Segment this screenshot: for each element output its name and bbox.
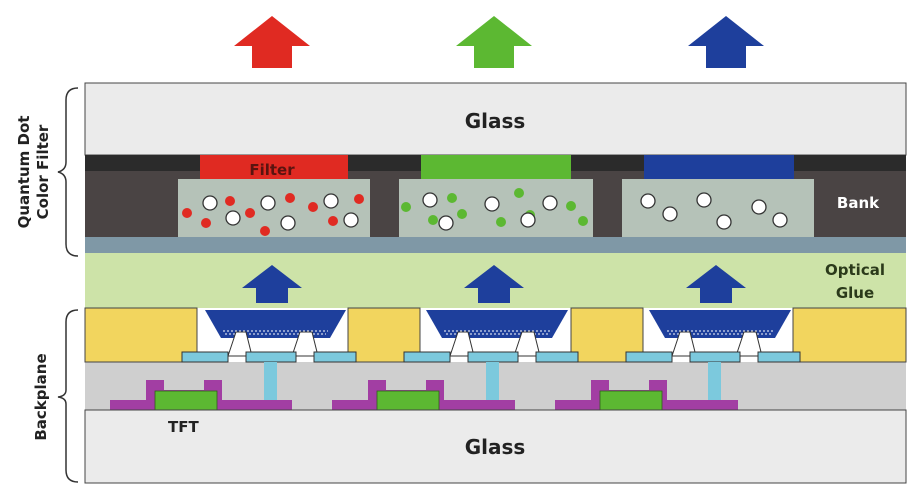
scattering-particles	[202, 192, 788, 231]
optical-glue-label-1: Optical	[825, 261, 885, 279]
qd-color-filter-bracket	[57, 87, 79, 257]
qd-color-filter-label-1: Quantum Dot	[15, 116, 33, 229]
contact-pads	[181, 351, 801, 363]
qd-color-filter-label-2: Color Filter	[34, 124, 52, 219]
blue-output-arrow	[688, 16, 764, 68]
barrier-layer	[85, 237, 906, 253]
green-color-filter	[421, 155, 571, 179]
red-color-filter	[200, 155, 348, 179]
green-output-arrow	[456, 16, 532, 68]
blue-emission-arrow-3	[686, 265, 746, 303]
optical-glue-label-2: Glue	[836, 284, 874, 302]
red-quantum-dots	[182, 193, 364, 236]
vias	[264, 362, 721, 400]
tft-label: TFT	[168, 418, 199, 436]
top-glass-label: Glass	[465, 109, 526, 133]
tft-channels	[154, 390, 663, 411]
bottom-glass	[84, 409, 907, 484]
top-glass	[84, 82, 907, 156]
blue-color-filter	[644, 155, 794, 179]
backplane-label: Backplane	[32, 353, 50, 440]
led-electrodes	[227, 331, 763, 357]
bank-label: Bank	[837, 194, 880, 212]
filter-label: Filter	[249, 161, 295, 179]
blue-emission-arrow-1	[242, 265, 302, 303]
red-output-arrow	[234, 16, 310, 68]
bottom-glass-label: Glass	[465, 435, 526, 459]
yellow-pad-1	[84, 307, 198, 363]
backplane-bracket	[57, 309, 79, 483]
blue-emission-arrow-2	[464, 265, 524, 303]
yellow-pad-4	[792, 307, 907, 363]
green-quantum-dots	[401, 188, 588, 227]
